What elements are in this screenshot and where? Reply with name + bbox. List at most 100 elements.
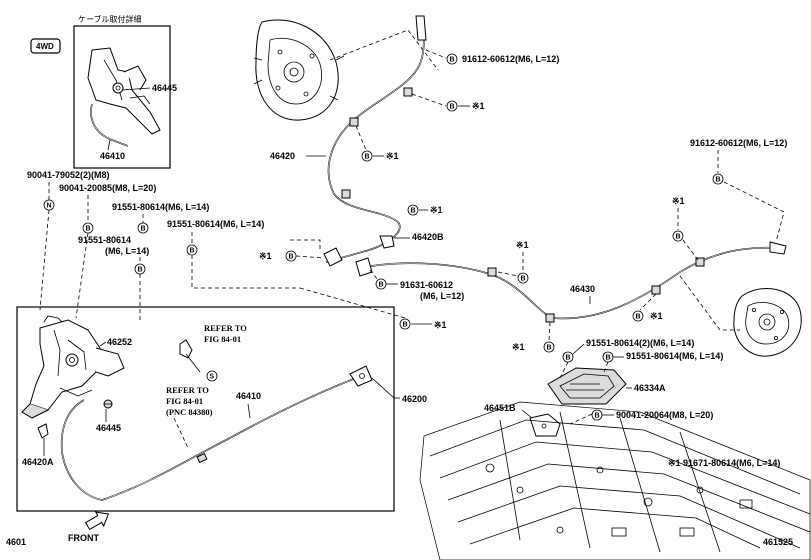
label-90041-79052: 90041-79052(2)(M8): [27, 170, 110, 180]
parking-brake-pedal-46252: [21, 315, 125, 419]
svg-text:B: B: [365, 154, 370, 161]
top-center-callouts: B 91612-60612(M6, L=12) B ※1 B ※1 B ※1 B…: [259, 49, 559, 262]
label-46420B: 46420B: [412, 232, 444, 242]
mark-x1-i: ※1: [672, 196, 685, 206]
marker-B-1: B: [82, 222, 94, 234]
inset-part-46410: 46410: [100, 151, 125, 161]
inset-part-46445: 46445: [152, 83, 177, 93]
svg-text:B: B: [403, 322, 408, 329]
inset-title: ケーブル取付詳細: [78, 14, 142, 24]
marker-B-13: B: [543, 341, 555, 353]
label-46334A: 46334A: [634, 383, 666, 393]
label-91612-60612-top: 91612-60612(M6, L=12): [462, 54, 559, 64]
svg-text:B: B: [411, 208, 416, 215]
marker-B-6: B: [446, 100, 458, 112]
inset-frame: [73, 25, 171, 169]
svg-text:B: B: [141, 226, 146, 233]
clip-46420A: [37, 423, 49, 439]
svg-text:B: B: [86, 226, 91, 233]
right-rear-backing-plate: [733, 288, 802, 357]
mark-x1-f: ※1: [434, 320, 447, 330]
svg-text:B: B: [566, 355, 571, 362]
mark-x1-d: ※1: [259, 251, 272, 261]
front-cable-46410: [60, 377, 357, 501]
label-46430: 46430: [570, 284, 595, 294]
label-91631-60612: 91631-60612: [400, 280, 453, 290]
marker-B-2: B: [137, 222, 149, 234]
marker-B-3: B: [186, 244, 198, 256]
marker-B-19: B: [591, 409, 603, 421]
refer1-line2: FIG 84-01: [204, 334, 241, 344]
svg-text:B: B: [676, 234, 681, 241]
svg-text:B: B: [138, 267, 143, 274]
cable-detail-inset: ケーブル取付詳細 4WD 46445 46410: [30, 14, 177, 169]
mark-x1-g: ※1: [512, 342, 525, 352]
label-90041-20064: 90041-20064(M8, L=20): [616, 410, 713, 420]
marker-B-5: B: [446, 53, 458, 65]
marker-B-4: B: [134, 263, 146, 275]
front-label: FRONT: [68, 533, 99, 543]
marker-B-17: B: [562, 351, 574, 363]
label-46410: 46410: [236, 391, 261, 401]
label-91551-80614-d: 91551-80614(M6, L=14): [626, 351, 723, 361]
label-91551-80614-b: 91551-80614: [78, 235, 131, 245]
svg-text:B: B: [190, 248, 195, 255]
marker-B-7: B: [361, 150, 373, 162]
vehicle-floor-panel: [419, 401, 811, 560]
svg-text:B: B: [450, 104, 455, 111]
refer2-line2: FIG 84-01: [166, 396, 203, 406]
label-46200: 46200: [402, 394, 427, 404]
mark-x1-c: ※1: [430, 205, 443, 215]
mark-x1-a: ※1: [472, 101, 485, 111]
pedal-assembly-box: 46252 46445 46420A 46410 REFER TO FIG 84…: [16, 306, 395, 512]
left-callouts: 90041-79052(2)(M8) 90041-20085(M8, L=20)…: [27, 170, 300, 320]
refer1-line1: REFER TO: [204, 323, 247, 333]
label-46445: 46445: [96, 423, 121, 433]
svg-text:B: B: [636, 314, 641, 321]
svg-text:B: B: [606, 355, 611, 362]
label-91631-60612-spec: (M6, L=12): [420, 291, 464, 301]
svg-text:B: B: [450, 57, 455, 64]
marker-B-8: B: [407, 204, 419, 216]
label-46252: 46252: [107, 337, 132, 347]
heat-insulator-46334A: [547, 367, 627, 405]
4wd-badge-frame: [30, 38, 61, 54]
left-rear-backing-plate: [253, 19, 345, 121]
mark-x1-e: ※1: [516, 240, 529, 250]
marker-B-15: B: [672, 230, 684, 242]
label-91551-80614-c: 91551-80614(M6, L=14): [167, 219, 264, 229]
page-code-right: 461525: [763, 537, 793, 547]
cable-end-fitting: [415, 15, 427, 41]
label-91551-80614-2: 91551-80614(2)(M6, L=14): [586, 338, 694, 348]
bolt-46445: [103, 399, 113, 409]
assembly-frame: [16, 306, 395, 512]
label-46451B: 46451B: [484, 403, 516, 413]
svg-text:B: B: [716, 177, 721, 184]
label-91551-80614-b-spec: (M6, L=14): [105, 246, 149, 256]
inset-pedal-bracket: [87, 47, 161, 147]
marker-B-9: B: [285, 250, 297, 262]
svg-text:S: S: [210, 374, 215, 381]
label-91551-80614-a: 91551-80614(M6, L=14): [112, 202, 209, 212]
marker-B-16: B: [712, 173, 724, 185]
marker-B-14: B: [632, 310, 644, 322]
refer2-line3: (PNC 84380): [166, 407, 213, 417]
rear-cable-46420: [325, 17, 425, 263]
page-code-left: 4601: [6, 537, 26, 547]
svg-text:B: B: [595, 413, 600, 420]
marker-B-11: B: [517, 272, 529, 284]
bracket-46451B: [529, 413, 561, 437]
label-46420A: 46420A: [22, 457, 54, 467]
marker-B-12: B: [399, 318, 411, 330]
4wd-badge: 4WD: [36, 42, 54, 51]
bracket-46420B: [379, 235, 395, 249]
marker-S: S: [206, 370, 218, 382]
label-46420: 46420: [270, 151, 295, 161]
refer2-line1: REFER TO: [166, 385, 209, 395]
marker-B-18: B: [602, 351, 614, 363]
front-arrow-icon: [84, 511, 110, 531]
mark-x1-b: ※1: [386, 151, 399, 161]
switch-bracket: [179, 339, 193, 359]
